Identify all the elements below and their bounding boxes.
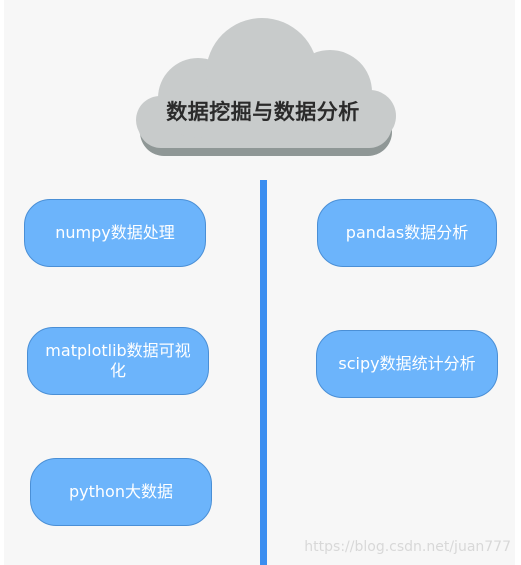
node-matplotlib-label: matplotlib数据可视化 (45, 341, 191, 380)
node-matplotlib: matplotlib数据可视化 (27, 327, 209, 395)
cloud-shape (136, 18, 396, 156)
watermark-text: https://blog.csdn.net/juan777 (304, 539, 511, 555)
node-pandas-label: pandas数据分析 (345, 223, 469, 242)
node-python-label: python大数据 (69, 482, 173, 501)
node-numpy-label: numpy数据处理 (55, 223, 175, 242)
diagram-title: 数据挖掘与数据分析 (166, 100, 360, 124)
node-python: python大数据 (30, 458, 212, 526)
center-divider (260, 180, 267, 565)
node-scipy: scipy数据统计分析 (316, 330, 498, 398)
node-pandas: pandas数据分析 (317, 199, 497, 267)
frame-right-edge (515, 0, 521, 565)
frame-left-edge (0, 0, 4, 565)
node-numpy: numpy数据处理 (24, 199, 206, 267)
node-scipy-label: scipy数据统计分析 (338, 354, 476, 373)
cloud-body (136, 18, 396, 148)
